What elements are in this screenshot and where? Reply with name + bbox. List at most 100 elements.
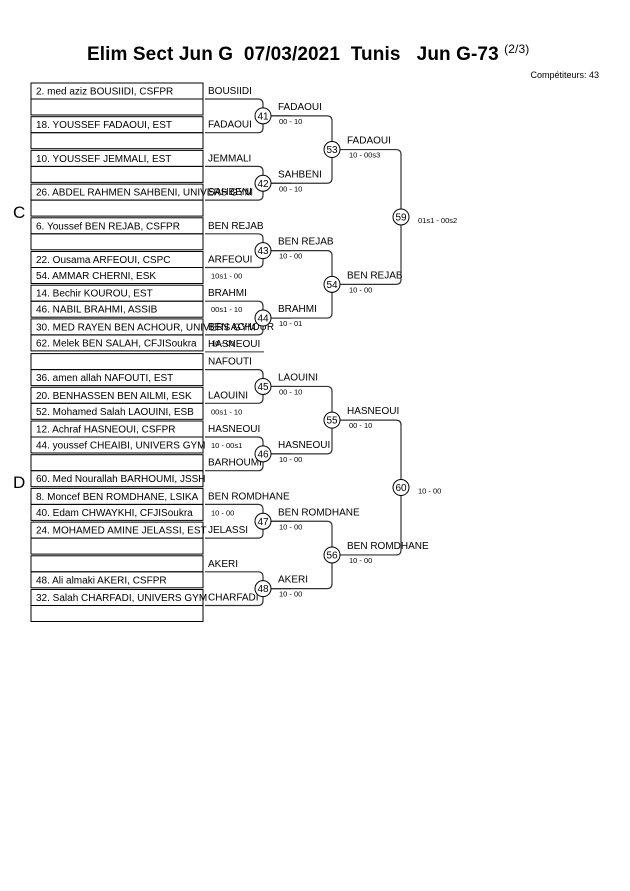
bracket-connector [340,148,402,285]
match-circle [323,546,341,564]
match-number: 44 [257,314,269,325]
round2-winner: LAOUINI [278,372,318,383]
match-circle [254,107,272,125]
round2-score: 10 - 00 [279,522,302,531]
round3-score: 00 - 10 [349,421,372,430]
round1-winner: SAHBENI [208,187,252,198]
entry-box-bottom [30,267,204,284]
match-number: 55 [326,416,338,427]
competitor-name: 40. Edam CHWAYKHI, CFJISoukra [36,508,193,519]
competitor-name: 36. amen allah NAFOUTI, EST [36,373,173,384]
competitor-name: 20. BENHASSEN BEN AILMI, ESK [36,391,192,402]
page-indicator: (2/3) [504,42,530,56]
round3-winner: BEN ROMDHANE [347,541,429,552]
round1-winner: HASNEOUI [208,424,260,435]
round1-score: 10 - 00s1 [211,441,242,450]
entry-box-bottom [30,98,204,116]
round1-winner: NAFOUTI [208,357,252,368]
competitor-name: 32. Salah CHARFADI, UNIVERS GYM [36,593,207,604]
match-circle [254,512,272,530]
round3-score: 10 - 00 [349,285,372,294]
round2-winner: BEN REJAB [278,237,334,248]
section-label-c: C [13,203,26,222]
entry-box-bottom [30,605,204,622]
round3-score: 10 - 00s3 [349,151,380,160]
competitor-name: 62. Melek BEN SALAH, CFJISoukra [36,338,197,349]
match-number: 59 [395,212,407,223]
competitor-name: 8. Moncef BEN ROMDHANE, LSIKA [36,492,199,503]
match-number: 46 [257,449,269,460]
round2-winner: AKERI [278,575,308,586]
round1-winner: JELASSI [208,525,248,536]
match-number: 41 [257,111,269,122]
entry-box-bottom [30,369,204,387]
section-label-d: D [13,473,26,492]
competitor-name: 26. ABDEL RAHMEN SAHBENI, UNIVERS GYM [36,188,253,199]
competitor-name: 2. med aziz BOUSIIDI, CSFPR [36,87,173,98]
competitor-name: 24. MOHAMED AMINE JELASSI, EST [36,526,207,537]
round2-score: 10 - 00 [279,590,302,599]
round1-score: 00s1 - 10 [211,305,242,314]
match-number: 47 [257,517,269,528]
competitor-name: 46. NABIL BRAHMI, ASSIB [36,305,158,316]
round1-winner: BEN REJAB [208,221,264,232]
entry-box-bottom [30,537,204,555]
round2-score: 10 - 01 [279,319,302,328]
round1-winner-extra: HASNEOUI [208,339,260,350]
match-circle [254,309,272,327]
competitor-count: Compétiteurs: 43 [530,70,599,80]
round2-score: 10 - 00 [279,252,302,261]
entry-box-bottom [30,300,204,318]
entry-box-top [30,555,204,573]
round2-winner: HASNEOUI [278,440,330,451]
competitor-name: 44. youssef CHEAIBI, UNIVERS GYM [36,441,206,452]
entry-box-bottom [30,165,204,183]
round1-score: 00s1 - 10 [211,407,242,416]
round1-winner: ARFEOUI [208,255,252,266]
round1-winner: BEN ROMDHANE [208,491,290,502]
match-circle [323,411,341,429]
round1-winner: BEN ACHOUR [208,322,274,333]
match-circle [254,580,272,598]
round4-score: 01s1 - 00s2 [418,216,457,225]
round1-score: 10 - 00 [211,339,234,348]
competitor-name: 14. Bechir KOUROU, EST [36,289,153,300]
match-number: 42 [257,179,269,190]
match-number: 54 [326,280,338,291]
match-number: 60 [395,483,407,494]
round3-winner: BEN REJAB [347,270,403,281]
round1-winner: JEMMALI [208,153,251,164]
round1-winner: FADAOUI [208,120,252,131]
entry-box-top [30,353,204,371]
entry-box-bottom [30,199,204,217]
competitor-name: 30. MED RAYEN BEN ACHOUR, UNIVERS GYM [36,322,256,333]
round2-score: 00 - 10 [279,387,302,396]
match-circle [392,208,410,226]
round1-winner: BRAHMI [208,288,247,299]
match-circle [254,445,272,463]
competitor-name: 22. Ousama ARFEOUI, CSPC [36,255,171,266]
entry-box-bottom [30,436,204,454]
round1-score: 10 - 00 [211,508,234,517]
competitor-name: 18. YOUSSEF FADAOUI, EST [36,120,172,131]
round1-winner: CHARFADI [208,593,259,604]
competitor-name: 10. YOUSSEF JEMMALI, EST [36,154,171,165]
round3-score: 10 - 00 [349,556,372,565]
competitor-name: 52. Mohamed Salah LAOUINI, ESB [36,407,194,418]
entry-box-bottom [30,470,204,488]
round3-winner: HASNEOUI [347,406,399,417]
round2-winner: FADAOUI [278,102,322,113]
competitor-name: 54. AMMAR CHERNI, ESK [36,271,156,282]
round2-score: 00 - 10 [279,184,302,193]
competitor-name: 12. Achraf HASNEOUI, CSFPR [36,425,176,436]
match-circle [323,141,341,159]
entry-box-bottom [30,334,204,352]
match-circle [254,377,272,395]
round1-winner: BARHOUMI [208,458,262,469]
entry-box-bottom [30,402,204,420]
round2-score: 00 - 10 [279,117,302,126]
entry-box-bottom [30,503,204,521]
match-number: 43 [257,246,269,257]
round2-winner: SAHBENI [278,169,322,180]
